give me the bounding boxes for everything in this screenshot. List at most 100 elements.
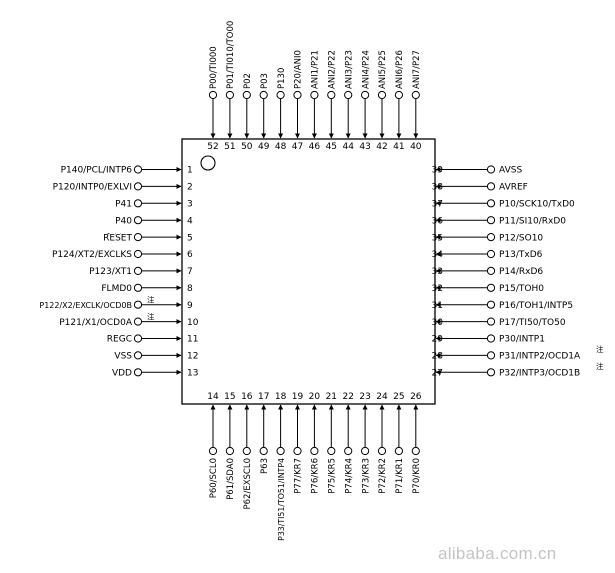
pin-label: P120/INTP0/EXLVI [53,183,132,193]
pin-label: P31/INTP2/OCD1A [499,352,581,362]
pin-number: 20 [309,392,321,402]
pin-terminal [486,249,496,259]
pin-terminal [133,334,143,343]
pin-number: 48 [275,142,287,152]
pin-terminal [486,300,496,309]
pin-label: P41 [115,200,132,210]
pin-label: FLMD0 [101,284,132,294]
pin-number: 18 [275,392,287,402]
pin-terminal [133,283,143,292]
pin-terminal [361,446,370,456]
pin-terminal [259,90,268,100]
pin-terminal [486,266,496,275]
pin-note: 注 [147,312,155,322]
pin-number: 7 [187,267,193,277]
watermark-text: alibaba.com.cn [438,544,557,563]
pin-terminal [327,90,336,100]
pin-label: P74/KR4 [344,458,354,494]
pin-label: ANI7/P27 [412,50,422,89]
pin-number: 8 [187,284,193,294]
pin-label: P124/XT2/EXCLKS [52,250,132,260]
pin-number: 6 [187,250,193,260]
pin-number: 35 [432,233,443,243]
pin-terminal [377,90,387,100]
pin-number: 23 [359,392,370,402]
pin-label: P121/X1/OCD0A [59,318,133,328]
pin-note: 注 [147,295,155,305]
pin-terminal [486,351,496,360]
pin-number: 16 [241,392,253,402]
pin-label: P33/TI51/TO51/INTP4 [277,458,286,541]
pin-number: 39 [432,166,444,176]
pin-number: 14 [207,392,219,402]
pin-number: 13 [187,369,198,379]
pin-10: P121/X1/OCD0A 10 注 [59,312,198,328]
pin-terminal [208,90,218,100]
pin-terminal [486,182,496,191]
pin-label: P63 [260,458,270,474]
pin-number: 2 [187,183,193,193]
pin-terminal [133,233,143,242]
pin-number: 26 [410,392,422,402]
pin-terminal [310,90,319,100]
pin-number: 28 [432,352,444,362]
pin-16: P62/EXSCL0 16 [241,392,253,509]
pin-label: AVREF [499,183,528,193]
pin-terminal [133,266,143,275]
pin-terminal [133,216,143,225]
pin-label: P15/TOH0 [499,284,544,294]
pin-number: 42 [376,142,387,152]
pin-label: P62/EXSCL0 [243,458,253,509]
pin-terminal [486,199,496,208]
pin-terminal [133,351,143,360]
pin-terminal [486,283,496,292]
pin-label: P122/X2/EXCLK/OCD0B [39,301,132,310]
pin-number: 32 [432,284,443,294]
pin-label: ANI3/P23 [344,50,354,89]
pin-terminal [327,446,336,456]
pin1-indicator [200,155,216,171]
pin-8: FLMD0 8 [101,283,193,294]
pin-terminal [377,446,387,456]
pin-number: 44 [342,142,354,152]
pin-label: RESET [103,233,132,243]
top-pins: P00/TI00052P01/TI010/TO0051P0250P0349P13… [207,21,422,152]
pin-number: 29 [432,335,444,345]
pin-18: P33/TI51/TO51/INTP4 18 [275,392,287,541]
pin-label: P77/KR7 [294,458,304,494]
pin-number: 21 [326,392,337,402]
pin-number: 27 [432,369,443,379]
pin-number: 34 [432,250,444,260]
pin-terminal [225,446,234,456]
pin-38: 38 AVREF [432,182,528,193]
pin-label: P140/PCL/INTP6 [61,166,133,176]
pin-label: P01/TI010/TO00 [226,21,236,89]
pin-number: 38 [432,183,444,193]
pin-label: VDD [112,369,132,379]
pin-note: 注 [596,344,604,354]
pin-number: 10 [187,318,199,328]
pin-label: P40 [115,216,132,226]
pin-terminal [394,90,403,100]
pin-label: P72/KR2 [378,458,388,494]
